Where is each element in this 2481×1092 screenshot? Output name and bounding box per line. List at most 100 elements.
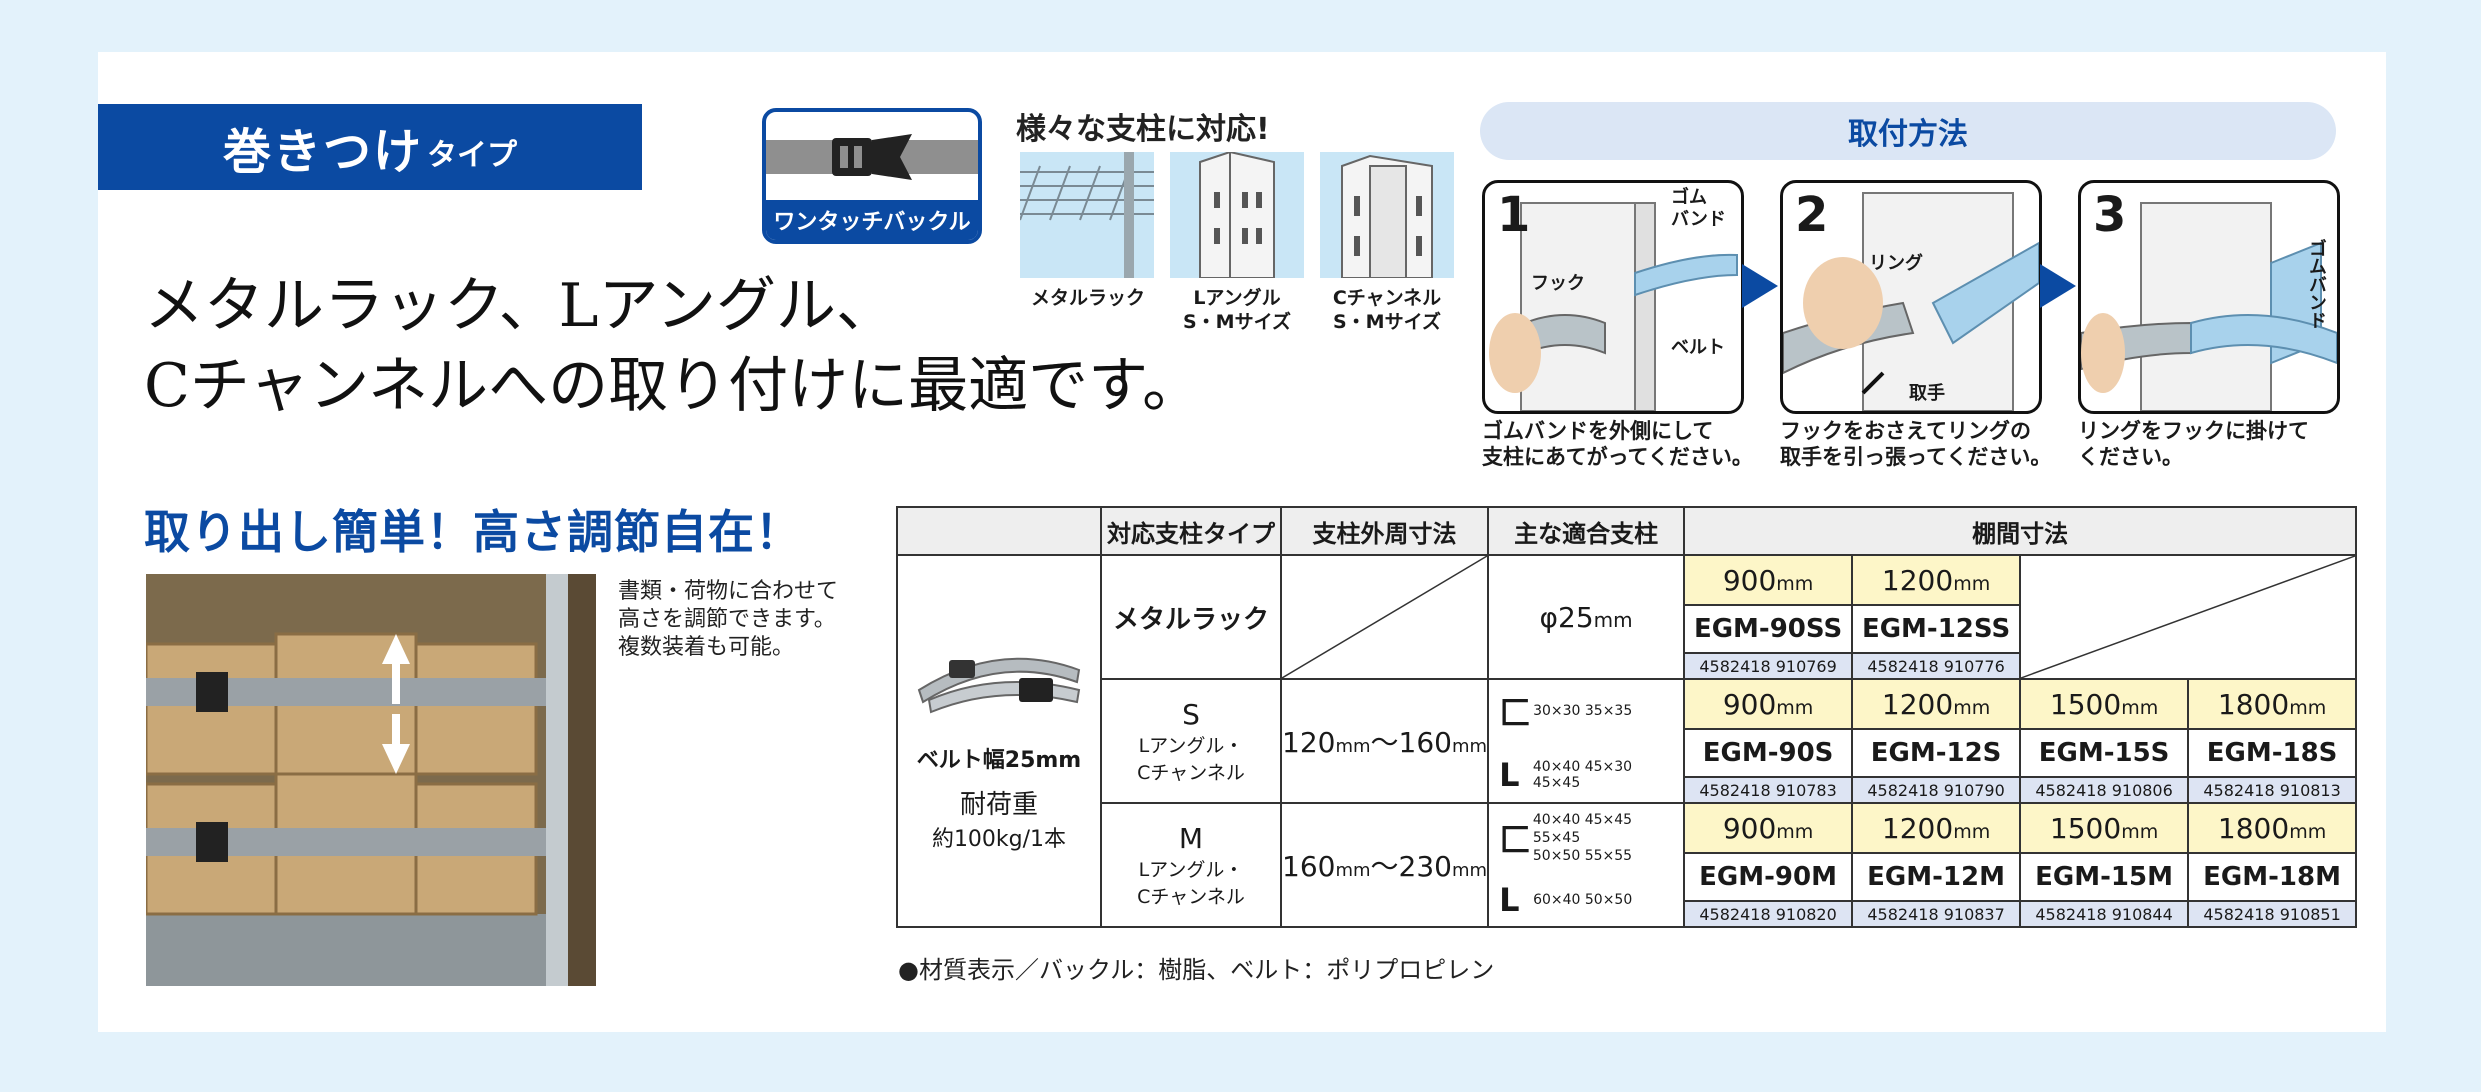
size-value: 900: [1722, 687, 1777, 721]
note-line: 書類・荷物に合わせて: [618, 579, 839, 604]
perimeter-tilde: 〜: [1370, 726, 1399, 759]
perimeter-from: 120: [1282, 726, 1336, 759]
type-sub: Cチャンネル: [1137, 885, 1245, 908]
fit-c-row: 匚 40×40 45×45 55×45 50×50 55×55: [1499, 811, 1683, 865]
size-cell: 1200mm: [1851, 678, 2022, 730]
type-subtitle: タイプ: [427, 138, 517, 173]
fit-c-values: 40×40 45×45 55×45 50×50 55×55: [1533, 811, 1683, 865]
size-cell: 900mm: [1683, 802, 1854, 854]
support-caption-metal-rack: メタルラック: [1008, 286, 1168, 310]
type-sub: Cチャンネル: [1137, 761, 1245, 784]
caption-line: ゴムバンドを外側にして: [1482, 419, 1714, 443]
c-channel-icon: [1341, 154, 1433, 278]
install-step-2: 2 リング 取手: [1780, 180, 2042, 414]
perimeter-to: 160: [1398, 726, 1452, 759]
perimeter-tilde: 〜: [1370, 850, 1399, 883]
diagonal-line-icon: [2021, 556, 2355, 678]
step-1-label-hook: フック: [1531, 273, 1585, 294]
model-egm-90m: EGM-90M: [1683, 852, 1854, 902]
type-sub: Lアングル・: [1138, 858, 1244, 881]
step-1-label-band: ゴム バンド: [1671, 187, 1726, 231]
caption-line: 支柱にあてがってください。: [1482, 445, 1753, 469]
support-caption-line: Cチャンネル: [1332, 287, 1442, 309]
install-title: 取付方法: [1480, 102, 2336, 160]
headline-line-1: メタルラック、Lアングル、: [144, 271, 897, 341]
product-cell: ベルト幅25mm 耐荷重 約100kg/1本: [896, 554, 1102, 928]
caption-line: フックをおさえてリングの: [1780, 419, 2031, 443]
c-channel-thumbnail: [1320, 152, 1454, 278]
jan-code: 4582418 910769: [1683, 652, 1854, 680]
size-unit: mm: [1776, 696, 1814, 719]
fit-m: 匚 40×40 45×45 55×45 50×50 55×55 L 60×40 …: [1487, 802, 1686, 928]
size-value: 1800: [2217, 811, 2290, 845]
size-unit: mm: [2121, 696, 2159, 719]
buckle-label: ワンタッチバックル: [766, 200, 978, 240]
support-caption-line: S・Mサイズ: [1332, 311, 1442, 333]
size-value: 900: [1722, 811, 1777, 845]
fit-c-value: 40×40 45×45 55×45: [1532, 812, 1633, 846]
type-title: 巻きつけ: [222, 124, 423, 180]
model-egm-90s: EGM-90S: [1683, 728, 1854, 778]
material-note: ●材質表示／バックル：樹脂、ベルト：ポリプロピレン: [898, 956, 1495, 984]
size-unit: mm: [1953, 820, 1991, 843]
fit-metal-rack: φ25mm: [1487, 554, 1686, 680]
step-2-illustration-icon: [1783, 192, 2039, 411]
size-cell: 1200mm: [1851, 802, 2022, 854]
install-step-3: 3 ゴムバンド: [2078, 180, 2340, 414]
headline: メタルラック、Lアングル、 Cチャンネルへの取り付けに最適です。: [144, 266, 1202, 426]
belt-product-icon: [917, 657, 1081, 713]
size-value: 1800: [2217, 687, 2290, 721]
support-caption-line: S・Mサイズ: [1182, 311, 1292, 333]
jan-code: 4582418 910851: [2187, 900, 2358, 928]
type-badge: 巻きつけ タイプ: [98, 104, 642, 190]
jan-code: 4582418 910844: [2019, 900, 2190, 928]
size-cell: 1500mm: [2019, 802, 2190, 854]
step-1-number: 1: [1497, 187, 1531, 243]
size-unit: mm: [1776, 820, 1814, 843]
headline-line-2: Cチャンネルへの取り付けに最適です。: [144, 351, 1203, 421]
label-line: ゴム: [1671, 187, 1707, 208]
adjust-title: 取り出し簡単！高さ調節自在！: [144, 505, 802, 559]
size-value: 900: [1722, 563, 1777, 597]
jan-code: 4582418 910837: [1851, 900, 2022, 928]
buckle-icon: [832, 134, 912, 180]
fit-l-value: 40×40 45×30 45×45: [1532, 759, 1633, 791]
l-angle-thumbnail: [1170, 152, 1304, 278]
diagonal-line-icon: [1282, 556, 1487, 678]
size-cell: 1800mm: [2187, 802, 2358, 854]
perimeter-unit: mm: [1335, 860, 1371, 881]
model-egm-12s: EGM-12S: [1851, 728, 2022, 778]
perimeter-from: 160: [1282, 850, 1336, 883]
header-support-type: 対応支柱タイプ: [1100, 506, 1282, 556]
step-1-label-belt: ベルト: [1671, 337, 1725, 358]
step-3-illustration-icon: [2081, 202, 2337, 411]
model-egm-15s: EGM-15S: [2019, 728, 2190, 778]
metal-rack-thumbnail: [1020, 152, 1154, 278]
jan-code: 4582418 910776: [1851, 652, 2022, 680]
fit-c-value: 30×30 35×35: [1533, 703, 1633, 719]
model-egm-90ss: EGM-90SS: [1683, 604, 1854, 654]
model-egm-18s: EGM-18S: [2187, 728, 2358, 778]
type-m: M Lアングル・ Cチャンネル: [1100, 802, 1282, 928]
size-cell: 900mm: [1683, 554, 1854, 606]
type-metal-rack: メタルラック: [1100, 554, 1282, 680]
model-egm-18m: EGM-18M: [2187, 852, 2358, 902]
note-line: 複数装着も可能。: [618, 635, 795, 660]
size-value: 1200: [1881, 563, 1954, 597]
c-channel-symbol-icon: 匚: [1499, 694, 1532, 732]
shelf-na-cell: [2019, 554, 2358, 680]
step-2-label-ring: リング: [1869, 253, 1923, 274]
buckle-badge: ワンタッチバックル: [762, 108, 982, 244]
size-cell: 900mm: [1683, 678, 1854, 730]
step-1-caption: ゴムバンドを外側にして 支柱にあてがってください。: [1482, 418, 1772, 470]
perimeter-s: 120mm〜160mm: [1279, 678, 1490, 804]
header-shelf-spacing: 棚間寸法: [1683, 506, 2358, 556]
c-channel-symbol-icon: 匚: [1499, 821, 1532, 859]
fit-s: 匚 30×30 35×35 L 40×40 45×30 45×45: [1487, 678, 1686, 804]
label-line: バンド: [1671, 209, 1726, 230]
perimeter-unit: mm: [1452, 736, 1488, 757]
header-compatible: 主な適合支柱: [1487, 506, 1686, 556]
caption-line: 取手を引っ張ってください。: [1780, 445, 2052, 469]
jan-code: 4582418 910820: [1683, 900, 1854, 928]
step-3-caption: リングをフックに掛けて ください。: [2078, 418, 2368, 470]
